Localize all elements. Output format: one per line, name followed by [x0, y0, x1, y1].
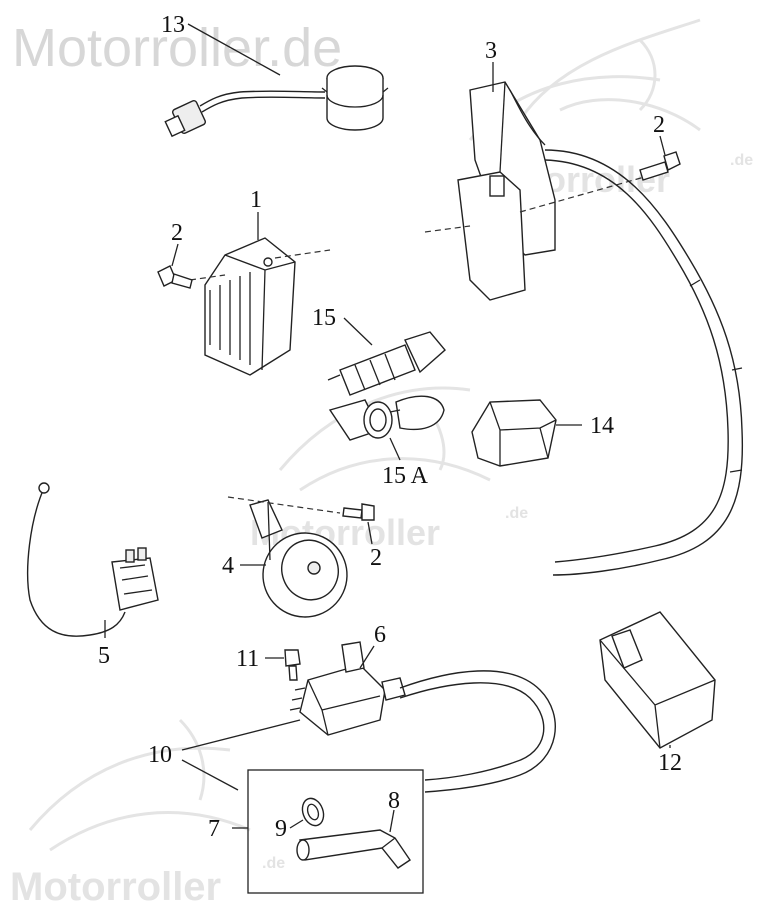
part-6-ignition-coil	[289, 641, 406, 736]
watermark-top-left: Motorroller.de	[12, 18, 342, 78]
callout-3: 3	[485, 38, 497, 64]
callout-15a: 15 A	[382, 463, 429, 489]
leader-9	[289, 819, 304, 829]
callout-9: 9	[275, 816, 287, 842]
leader-10-b	[181, 759, 239, 791]
leader-6	[359, 645, 375, 669]
watermark-bottom-left: Motorroller	[10, 865, 221, 909]
part-13-relay	[164, 65, 389, 138]
watermark-scooter-logo-bottom-left	[28, 718, 251, 852]
callout-12: 12	[658, 750, 682, 776]
leader-15a	[389, 437, 401, 461]
callout-2-middle: 2	[370, 545, 382, 571]
bolt-axis-4	[227, 496, 341, 514]
part-2-bolt-middle	[342, 503, 375, 521]
leader-2-middle	[367, 521, 373, 545]
leader-13	[187, 23, 281, 76]
ht-cable	[399, 670, 556, 793]
callout-2-left: 2	[171, 220, 183, 246]
part-4-horn	[249, 499, 348, 618]
part-15-lighter-plug	[327, 331, 446, 396]
watermark-top-right-suffix: .de	[730, 152, 753, 169]
callout-10: 10	[148, 742, 172, 768]
leader-8	[389, 809, 395, 833]
bolt-axis-3	[424, 175, 649, 233]
callout-2-top-right: 2	[653, 112, 665, 138]
part-9-seal	[301, 797, 325, 827]
leader-2-top-right	[659, 135, 666, 156]
part-8-spark-plug-cap	[296, 829, 411, 869]
part-15a-lighter-socket	[328, 395, 445, 441]
leader-2-left	[171, 243, 179, 267]
watermark-bottom-left-suffix: .de	[262, 855, 285, 872]
callout-13: 13	[161, 12, 185, 38]
bolt-axis-1	[189, 249, 331, 281]
callout-15: 15	[312, 305, 336, 331]
part-14-cover	[471, 399, 557, 467]
callout-1: 1	[250, 187, 262, 213]
part-2-bolt-top-right	[639, 151, 681, 181]
leader-15	[343, 317, 373, 346]
part-11-bolt	[284, 649, 301, 681]
part-7-assembly-box	[247, 769, 424, 894]
callout-4: 4	[222, 553, 234, 579]
part-1-regulator	[204, 237, 296, 376]
callout-8: 8	[388, 788, 400, 814]
wiring-harness	[544, 149, 744, 576]
callout-6: 6	[374, 622, 386, 648]
callout-11: 11	[236, 646, 259, 672]
callout-14: 14	[590, 413, 614, 439]
callout-5: 5	[98, 643, 110, 669]
part-5-starter-relay	[26, 482, 159, 637]
leader-10	[181, 719, 301, 751]
part-2-bolt-left	[157, 265, 193, 289]
watermark-center-suffix: .de	[505, 505, 528, 522]
part-12-cdi-box	[599, 611, 716, 749]
callout-7: 7	[208, 816, 220, 842]
part-3-ignition-unit	[457, 81, 556, 301]
